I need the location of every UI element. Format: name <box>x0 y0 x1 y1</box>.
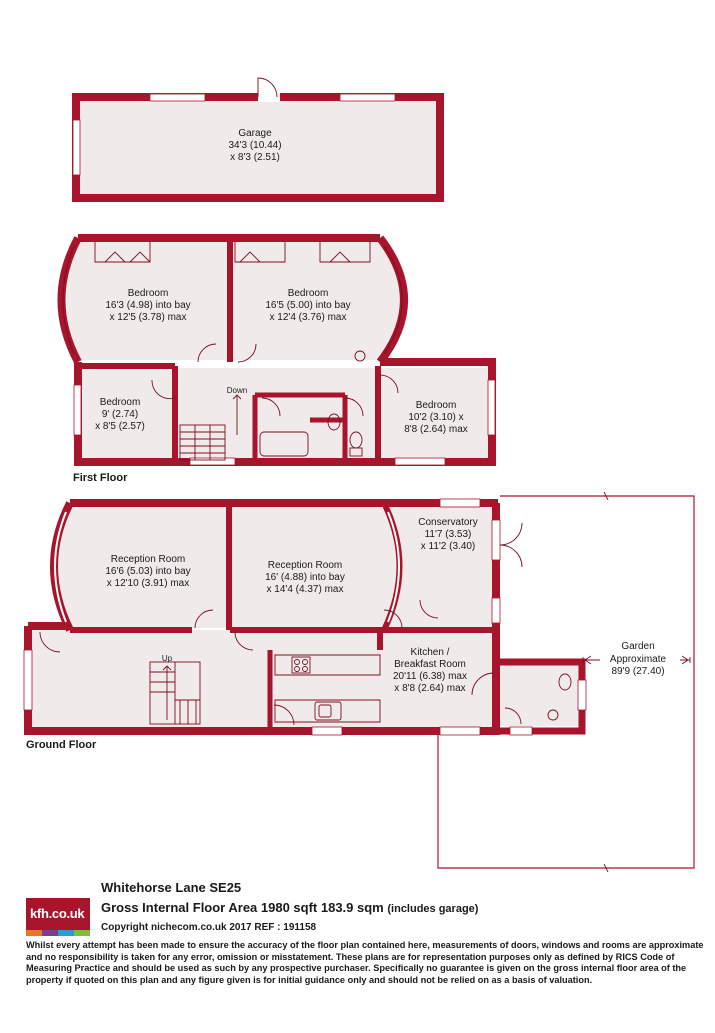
bedroom-3-dim: x 8'5 (2.57) <box>95 421 145 432</box>
garden-dim: 89'9 (27.40) <box>611 666 664 677</box>
garage-name: Garage <box>238 128 272 139</box>
floor-area: Gross Internal Floor Area 1980 sqft 183.… <box>101 900 478 915</box>
stairs-up <box>149 661 201 725</box>
logo-text: kfh.co.uk <box>30 906 85 921</box>
first-floor: Down Bedroom 16'3 (4.98) into bay x 12'5… <box>57 234 496 484</box>
floor-plan: Garage 34'3 (10.44) x 8'3 (2.51) <box>23 77 695 873</box>
garage-door <box>72 119 81 176</box>
bedroom-3-dim: 9' (2.74) <box>102 409 138 420</box>
kitchen-name: Breakfast Room <box>394 659 466 670</box>
reception-1-dim: 16'6 (5.03) into bay <box>105 566 190 577</box>
stairs-down-label: Down <box>227 386 247 395</box>
reception-1-dim: x 12'10 (3.91) max <box>107 578 190 589</box>
logo-color-bar <box>26 930 90 936</box>
kitchen-dim: 20'11 (6.38) max <box>393 671 467 682</box>
conservatory-name: Conservatory <box>418 517 477 528</box>
bedroom-4-dim: 10'2 (3.10) x <box>408 412 463 423</box>
sink-icon <box>314 701 342 721</box>
copyright: Copyright nichecom.co.uk 2017 REF : 1911… <box>101 922 317 933</box>
garden-name: Garden <box>621 641 654 652</box>
bedroom-2-name: Bedroom <box>288 288 329 299</box>
bedroom-1-name: Bedroom <box>128 288 169 299</box>
footer: kfh.co.uk Whitehorse Lane SE25 Gross Int… <box>0 880 715 1033</box>
floor-area-note: (includes garage) <box>387 903 479 915</box>
bath-icon <box>259 431 309 457</box>
kitchen-name: Kitchen / <box>411 647 450 658</box>
garage-window <box>339 93 396 102</box>
stairs-up-label: Up <box>162 654 173 663</box>
conservatory-dim: x 11'2 (3.40) <box>421 541 476 552</box>
bedroom-2-dim: 16'5 (5.00) into bay <box>265 300 350 311</box>
kfh-logo[interactable]: kfh.co.uk <box>26 898 90 936</box>
kitchen-worktop <box>274 654 381 676</box>
kitchen-dim: x 8'8 (2.64) max <box>394 683 465 694</box>
bedroom-3-name: Bedroom <box>100 397 141 408</box>
property-address: Whitehorse Lane SE25 <box>101 880 242 895</box>
conservatory-dim: 11'7 (3.53) <box>425 529 472 540</box>
reception-2-dim: x 14'4 (4.37) max <box>267 584 344 595</box>
bedroom-1-dim: x 12'5 (3.78) max <box>110 312 187 323</box>
first-floor-label: First Floor <box>73 472 128 484</box>
garage-door-swing <box>257 77 278 98</box>
basin-icon <box>354 350 366 362</box>
bedroom-4-dim: 8'8 (2.64) max <box>404 424 468 435</box>
disclaimer: Whilst every attempt has been made to en… <box>26 940 704 985</box>
garage-dim: x 8'3 (2.51) <box>230 152 280 163</box>
basin-icon <box>327 413 341 431</box>
floor-area-text: Gross Internal Floor Area 1980 sqft 183.… <box>101 900 384 915</box>
ground-floor: Up Reception Room 16'6 (5.03) into bay x… <box>23 491 695 873</box>
garage-window <box>149 93 206 102</box>
toilet-icon <box>558 673 572 691</box>
garden-name: Approximate <box>610 654 667 665</box>
garage-dim: 34'3 (10.44) <box>228 140 281 151</box>
stairs-down <box>179 394 242 461</box>
reception-2-name: Reception Room <box>268 560 342 571</box>
garage: Garage 34'3 (10.44) x 8'3 (2.51) <box>72 77 444 202</box>
basin-icon <box>547 709 559 721</box>
ground-floor-label: Ground Floor <box>26 739 97 751</box>
reception-2-dim: 16' (4.88) into bay <box>265 572 345 583</box>
bedroom-4-name: Bedroom <box>416 400 457 411</box>
bedroom-1-dim: 16'3 (4.98) into bay <box>105 300 190 311</box>
reception-1-name: Reception Room <box>111 554 185 565</box>
bedroom-2-dim: x 12'4 (3.76) max <box>270 312 347 323</box>
hob-icon <box>291 656 311 674</box>
